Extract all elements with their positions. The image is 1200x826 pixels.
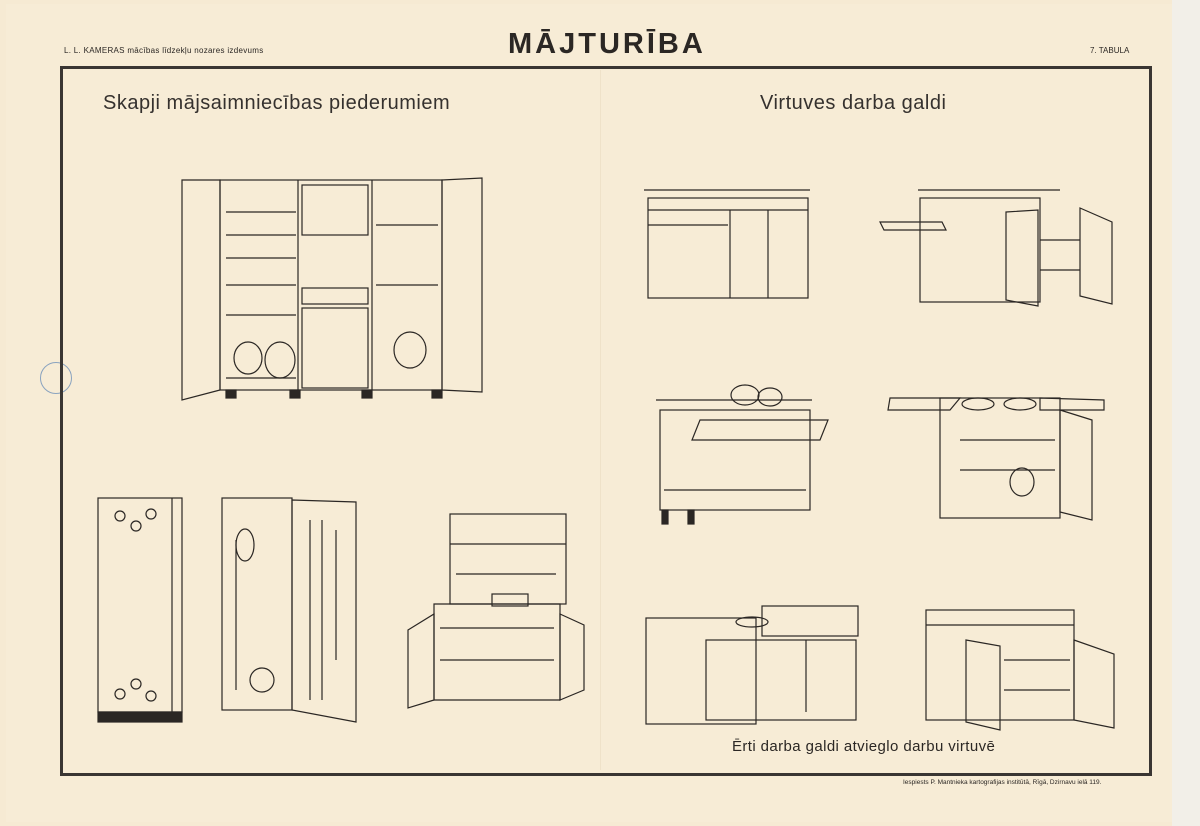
open-corner-table-illustration — [925, 609, 1115, 731]
stove-table-illustration — [887, 397, 1105, 521]
plate-number: 7. TABULA — [1090, 46, 1130, 55]
scan-edge — [1172, 0, 1200, 826]
work-table-closed-illustration — [644, 189, 810, 299]
pantry-cabinet-illustration — [181, 177, 483, 401]
closed-tall-cabinet-illustration — [97, 497, 183, 723]
publisher-line: L. L. KAMERAS mācības līdzekļu nozares i… — [64, 46, 264, 55]
poster-sheet — [6, 4, 1172, 822]
poster-frame — [60, 66, 1152, 776]
left-section-heading: Skapji mājsaimniecības piederumiem — [103, 92, 451, 114]
library-stamp — [40, 362, 72, 394]
poster-title: MĀJTURĪBA — [508, 28, 706, 60]
bottom-caption: Ērti darba galdi atvieglo darbu virtuvē — [732, 738, 996, 755]
right-section-heading: Virtuves darba galdi — [760, 92, 947, 114]
broom-cabinet-illustration — [221, 497, 357, 723]
printer-imprint: Iespiests P. Mantnieka kartografijas ins… — [903, 779, 1102, 786]
dish-cabinet-illustration — [407, 513, 585, 709]
extended-work-table-illustration — [645, 605, 859, 725]
fold-line — [600, 70, 601, 770]
table-with-drawers-illustration — [656, 384, 829, 525]
work-table-open-illustration — [879, 189, 1113, 307]
